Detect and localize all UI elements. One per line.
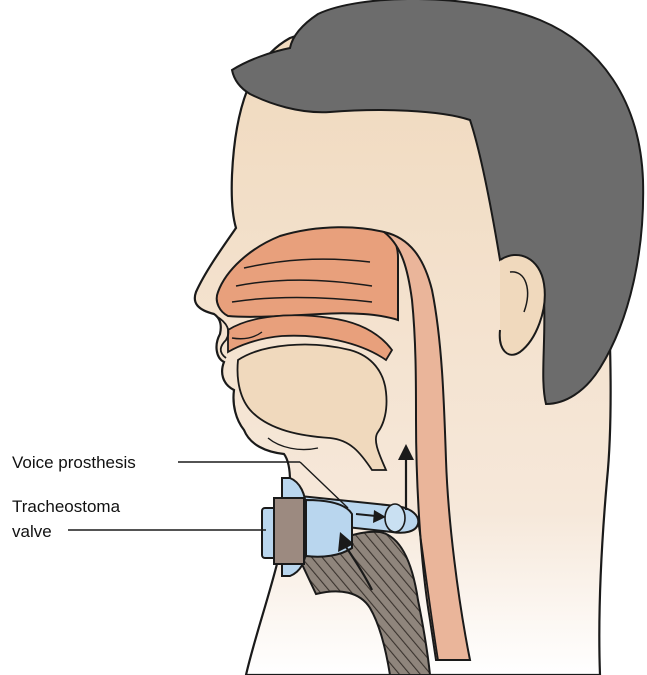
tracheostoma-valve-label-line2: valve bbox=[12, 520, 52, 543]
tracheostoma-valve-label-line1: Tracheostoma bbox=[12, 495, 120, 518]
voice-prosthesis-label: Voice prosthesis bbox=[12, 451, 136, 474]
